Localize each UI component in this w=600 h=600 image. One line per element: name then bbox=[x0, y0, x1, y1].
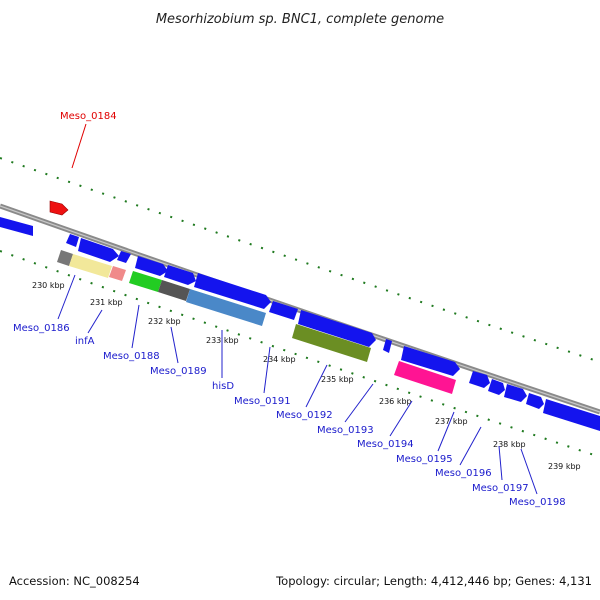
accession-text: Accession: NC_008254 bbox=[9, 574, 140, 588]
feature-magenta[interactable] bbox=[394, 361, 456, 394]
feature-green[interactable] bbox=[129, 271, 162, 292]
gene-label-meso-0192[interactable]: Meso_0192 bbox=[276, 410, 333, 421]
gene-arrow[interactable] bbox=[469, 371, 490, 388]
gene-arrow[interactable] bbox=[383, 339, 392, 353]
gene-arrow[interactable] bbox=[526, 393, 544, 409]
gene-arrow[interactable] bbox=[269, 301, 298, 320]
feature-olive[interactable] bbox=[292, 324, 371, 362]
gene-arrow[interactable] bbox=[298, 310, 376, 347]
gene-label-infa[interactable]: infA bbox=[75, 336, 95, 347]
tick-label: 237 kbp bbox=[435, 417, 468, 426]
gene-label-hisd[interactable]: hisD bbox=[212, 381, 234, 392]
gene-arrow[interactable] bbox=[401, 346, 460, 376]
feature-blocks bbox=[57, 250, 456, 394]
tick-label: 230 kbp bbox=[32, 281, 65, 290]
gene-label-meso-0194[interactable]: Meso_0194 bbox=[357, 439, 414, 450]
genome-backbone bbox=[0, 203, 600, 415]
gene-arrow[interactable] bbox=[543, 399, 600, 431]
tick-label: 239 kbp bbox=[548, 462, 581, 471]
gene-label-meso-0197[interactable]: Meso_0197 bbox=[472, 483, 529, 494]
feature-grey[interactable] bbox=[57, 250, 73, 266]
feature-steel-blue[interactable] bbox=[186, 289, 266, 326]
tick-label: 236 kbp bbox=[379, 397, 412, 406]
gene-arrow[interactable] bbox=[488, 379, 505, 395]
tick-label: 234 kbp bbox=[263, 355, 296, 364]
tick-label: 232 kbp bbox=[148, 317, 181, 326]
forward-strand-genes bbox=[0, 217, 600, 431]
gene-arrow[interactable] bbox=[164, 265, 196, 285]
gene-arrow[interactable] bbox=[135, 256, 168, 276]
genome-summary: Topology: circular; Length: 4,412,446 bp… bbox=[275, 574, 592, 588]
tick-label: 231 kbp bbox=[90, 298, 123, 307]
feature-dark-grey[interactable] bbox=[158, 280, 190, 301]
gene-label-meso-0195[interactable]: Meso_0195 bbox=[396, 454, 453, 465]
gene-label-meso-0191[interactable]: Meso_0191 bbox=[234, 396, 291, 407]
gene-arrow[interactable] bbox=[78, 238, 119, 262]
map-title: Mesorhizobium sp. BNC1, complete genome bbox=[156, 12, 444, 27]
gene-label-meso-0196[interactable]: Meso_0196 bbox=[435, 468, 492, 479]
gene-label-meso-0198[interactable]: Meso_0198 bbox=[509, 497, 566, 508]
inner-tick-ring bbox=[0, 250, 600, 458]
feature-yellow[interactable] bbox=[69, 254, 112, 278]
feature-pink[interactable] bbox=[109, 266, 126, 281]
gene-arrow[interactable] bbox=[66, 234, 79, 247]
tick-label: 235 kbp bbox=[321, 375, 354, 384]
gene-arrow[interactable] bbox=[117, 251, 131, 263]
gene-label-meso-0184[interactable]: Meso_0184 bbox=[60, 111, 117, 122]
tick-label: 238 kbp bbox=[493, 440, 526, 449]
feature-meso-0184[interactable] bbox=[49, 200, 69, 216]
label-leaders bbox=[57, 123, 538, 495]
gene-arrow[interactable] bbox=[0, 217, 33, 236]
gene-label-meso-0193[interactable]: Meso_0193 bbox=[317, 425, 374, 436]
gene-label-meso-0188[interactable]: Meso_0188 bbox=[103, 351, 160, 362]
gene-label-meso-0189[interactable]: Meso_0189 bbox=[150, 366, 207, 377]
gene-labels: Meso_0184 Meso_0186 infA Meso_0188 Meso_… bbox=[13, 111, 566, 508]
gene-arrow[interactable] bbox=[194, 273, 271, 309]
gene-arrow[interactable] bbox=[504, 384, 527, 402]
gene-label-meso-0186[interactable]: Meso_0186 bbox=[13, 323, 70, 334]
